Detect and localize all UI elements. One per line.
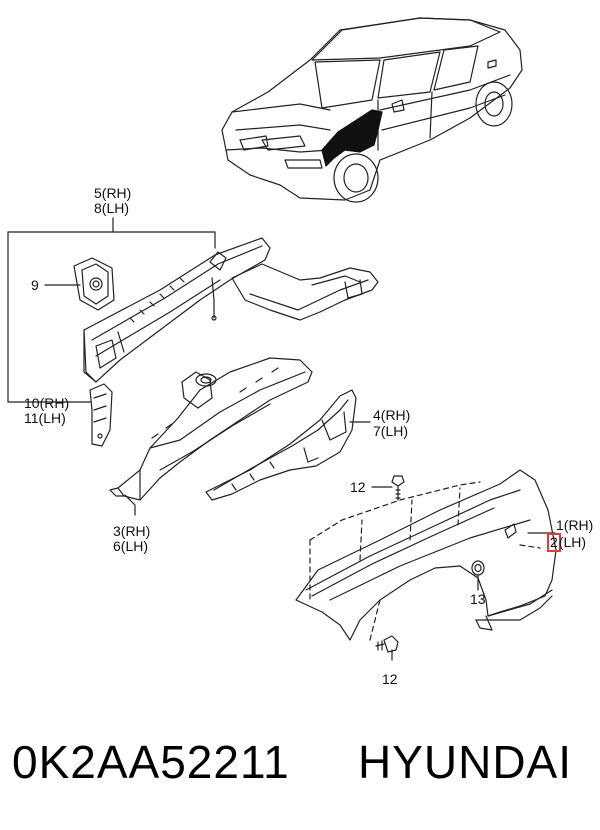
- part-4-apron-member: [205, 389, 357, 501]
- callout-12-upper: 12: [350, 479, 366, 495]
- callout-1-rh: 1(RH): [556, 517, 594, 533]
- brand-name: HYUNDAI: [358, 736, 573, 788]
- part-10-lower-bracket: [89, 383, 113, 447]
- callout-10-rh: 10(RH): [24, 395, 70, 411]
- callout-2-highlight: 2: [547, 533, 561, 552]
- callout-8-lh: 8(LH): [94, 200, 130, 216]
- callout-5-rh: 5(RH): [94, 185, 132, 201]
- callout-4-rh: 4(RH): [373, 407, 411, 423]
- callout-leaders: [7, 217, 556, 661]
- footer: 0K2AA52211 HYUNDAI: [0, 732, 600, 802]
- car-illustration: [221, 17, 523, 203]
- callout-11-lh: 11(LH): [24, 410, 66, 426]
- part-9-bracket: [73, 257, 115, 311]
- callout-13: 13: [470, 591, 486, 607]
- callout-6-lh: 6(LH): [113, 538, 149, 554]
- callout-2-side: (LH): [558, 534, 587, 550]
- highlighted-fender: [321, 109, 383, 167]
- callout-3-rh: 3(RH): [113, 523, 151, 539]
- callout-12-lower: 12: [382, 671, 398, 687]
- fasteners: [375, 475, 485, 653]
- part-number: 0K2AA52211: [12, 736, 290, 788]
- callout-9: 9: [31, 277, 39, 293]
- part-3-side-member: [109, 357, 313, 501]
- callout-7-lh: 7(LH): [373, 423, 409, 439]
- part-1-fender: [295, 469, 557, 641]
- callout-2-lh: 2(LH): [547, 533, 587, 552]
- part-5-upper-rail: [83, 237, 379, 383]
